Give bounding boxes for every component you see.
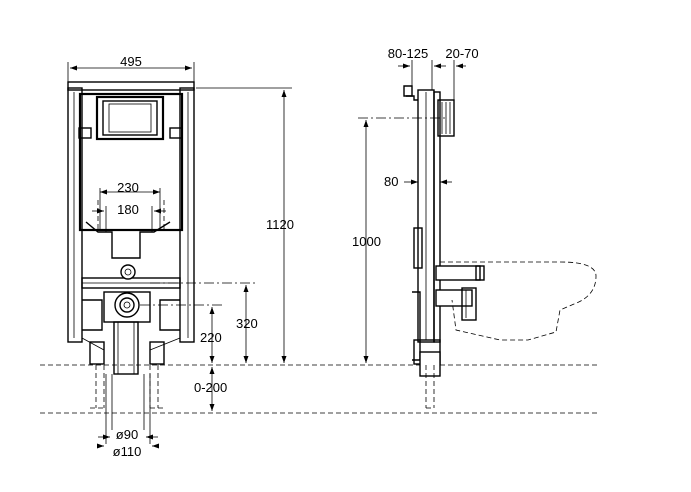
spacing-180-label: 180 (117, 202, 139, 217)
height-320-label: 320 (236, 316, 258, 331)
offset-20-70-label: 20-70 (445, 46, 478, 61)
height-220-dimension (140, 304, 224, 363)
flush-height-1000-label: 1000 (352, 234, 381, 249)
width-495-label: 495 (120, 54, 142, 69)
height-1120-label: 1120 (266, 217, 294, 232)
front-view-frame (67, 81, 195, 444)
frame-depth-80-label: 80 (384, 174, 398, 189)
spacing-230-label: 230 (117, 180, 139, 195)
depth-80-125-label: 80-125 (388, 46, 428, 61)
floor-range-label: 0-200 (194, 380, 227, 395)
offset-20-70-dimension (453, 60, 466, 100)
depth-80-125-dimension (398, 60, 446, 90)
height-220-label: 220 (200, 330, 222, 345)
pipe-90-label: ø90 (116, 427, 138, 442)
frame-depth-80-dimension (404, 176, 452, 190)
front-width-dimension (67, 62, 195, 82)
pipe-110-label: ø110 (113, 444, 142, 459)
flush-height-1000-dimension (358, 117, 448, 363)
height-320-dimension (150, 282, 256, 363)
toilet-bowl-outline (440, 261, 597, 341)
floor-lines (40, 364, 600, 414)
spacing-180-dimension (92, 206, 166, 232)
height-1120-dimension (196, 87, 292, 363)
side-view-frame (403, 85, 485, 409)
pipe-diameter-dimensions (97, 434, 159, 449)
